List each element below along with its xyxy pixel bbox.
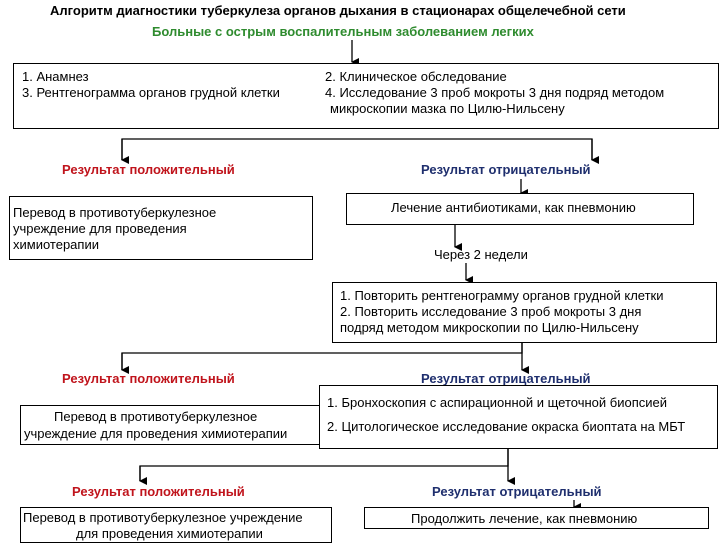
result3-positive: Результат положительный <box>72 484 245 499</box>
transfer2-line2: учреждение для проведения химиотерапии <box>24 426 288 441</box>
step1-microscopy: микроскопии мазка по Цилю-Нильсену <box>330 101 565 116</box>
connector-broncho-split <box>139 449 509 481</box>
transfer1-line1: Перевод в противотуберкулезное <box>13 205 217 220</box>
connector-step1-split <box>121 138 593 160</box>
diagram-subtitle: Больные с острым воспалительным заболева… <box>152 24 534 39</box>
repeat-sputum: 2. Повторить исследование 3 проб мокроты… <box>340 304 642 319</box>
step1-sputum-test: 4. Исследование 3 проб мокроты 3 дня под… <box>325 85 665 100</box>
transfer1-line2: учреждение для проведения <box>13 221 187 236</box>
transfer1-box: Перевод в противотуберкулезное учреждени… <box>9 196 313 260</box>
repeat-box: 1. Повторить рентгенограмму органов груд… <box>332 282 717 343</box>
step1-clinical-exam: 2. Клиническое обследование <box>325 69 507 84</box>
continue-box: Продолжить лечение, как пневмонию <box>364 507 709 529</box>
transfer1-line3: химиотерапии <box>13 237 99 252</box>
result1-positive: Результат положительный <box>62 162 235 177</box>
transfer3-box: Перевод в противотуберкулезное учреждени… <box>20 507 332 543</box>
transfer2-line1: Перевод в противотуберкулезное <box>54 409 258 424</box>
transfer3-line2: для проведения химиотерапии <box>76 526 263 541</box>
step1-anamnesis: 1. Анамнез <box>22 69 89 84</box>
transfer3-line1: Перевод в противотуберкулезное учреждени… <box>23 510 303 525</box>
bronchoscopy-line: 1. Бронхоскопия с аспирационной и щеточн… <box>327 395 667 410</box>
diagram-title: Алгоритм диагностики туберкулеза органов… <box>50 3 626 18</box>
result1-negative: Результат отрицательный <box>421 162 591 177</box>
result2-positive: Результат положительный <box>62 371 235 386</box>
result3-negative: Результат отрицательный <box>432 484 602 499</box>
repeat-xray: 1. Повторить рентгенограмму органов груд… <box>340 288 664 303</box>
connector-repeat-split <box>121 343 523 370</box>
transfer2-box: Перевод в противотуберкулезное учреждени… <box>20 405 338 445</box>
continue-text: Продолжить лечение, как пневмонию <box>411 511 638 526</box>
cytology-line: 2. Цитологическое исследование окраска б… <box>327 419 686 434</box>
step1-xray: 3. Рентгенограмма органов грудной клетки <box>22 85 280 100</box>
after-two-weeks: Через 2 недели <box>434 247 528 262</box>
repeat-microscopy: подряд методом микроскопии по Цилю-Нильс… <box>340 320 639 335</box>
antibiotics-text: Лечение антибиотиками, как пневмонию <box>391 200 636 215</box>
antibiotics-box: Лечение антибиотиками, как пневмонию <box>346 193 694 225</box>
bronchoscopy-box: 1. Бронхоскопия с аспирационной и щеточн… <box>319 385 718 449</box>
result2-negative: Результат отрицательный <box>421 371 591 386</box>
step1-box: 1. Анамнез 3. Рентгенограмма органов гру… <box>13 63 719 129</box>
